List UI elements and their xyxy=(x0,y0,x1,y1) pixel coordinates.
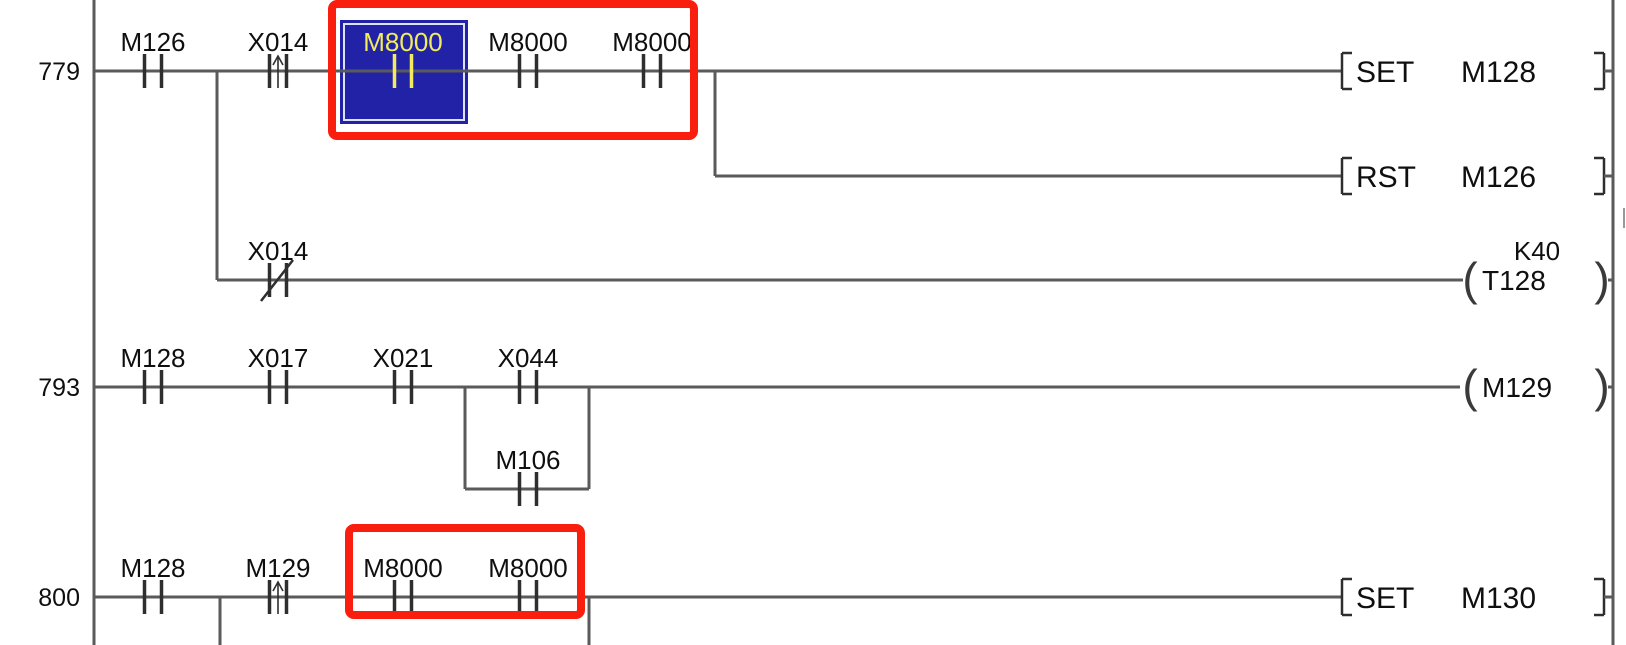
contact-M8000[interactable]: M8000 xyxy=(488,553,568,614)
contact-M128[interactable]: M128 xyxy=(120,553,186,614)
annotation-highlight-box xyxy=(328,0,698,140)
device-label: X021 xyxy=(373,343,434,373)
contact-M8000[interactable]: M8000 xyxy=(363,553,443,614)
contact-X017[interactable]: X017 xyxy=(248,343,309,404)
device-label: X017 xyxy=(248,343,309,373)
rung-number-800: 800 xyxy=(38,584,80,612)
contact-X021[interactable]: X021 xyxy=(373,343,434,404)
nc-slash-icon xyxy=(260,259,294,302)
instruction-mnemonic: SET xyxy=(1356,56,1414,89)
coil-label: M129 xyxy=(1482,372,1552,403)
contact-M126[interactable]: M126 xyxy=(120,27,186,88)
contact-X014-rising[interactable]: X014 xyxy=(248,27,309,88)
instruction-SET-M128[interactable]: SET M128 xyxy=(1340,51,1613,91)
contact-M128[interactable]: M128 xyxy=(120,343,186,404)
instruction-operand: M128 xyxy=(1461,56,1536,89)
device-label: X044 xyxy=(498,343,559,373)
device-label: X014 xyxy=(248,27,309,57)
instruction-RST-M126[interactable]: RST M126 xyxy=(1340,156,1613,196)
contact-X044[interactable]: X044 xyxy=(498,343,559,404)
device-label: M128 xyxy=(120,343,185,373)
contact-M8000[interactable]: M8000 xyxy=(488,27,568,88)
coil-close-paren: ) xyxy=(1594,253,1609,305)
device-label: M8000 xyxy=(488,27,568,57)
annotation-highlight-box xyxy=(345,524,585,619)
contact-M8000[interactable]: M8000 xyxy=(612,27,692,88)
instruction-operand: M130 xyxy=(1461,582,1536,615)
coil-label: T128 xyxy=(1482,265,1546,296)
contact-M8000[interactable]: M8000 xyxy=(363,27,443,88)
coil-M129[interactable]: () M129 xyxy=(1462,360,1613,412)
contact-M106[interactable]: M106 xyxy=(495,445,561,506)
rising-edge-arrow-icon xyxy=(272,580,284,592)
device-label: M126 xyxy=(120,27,185,57)
device-label: M8000 xyxy=(488,553,568,583)
device-label: M8000 xyxy=(363,553,443,583)
device-label: X014 xyxy=(248,236,309,266)
coil-constant: K40 xyxy=(1514,236,1560,266)
instruction-mnemonic: RST xyxy=(1356,161,1416,194)
coil-open-paren: ( xyxy=(1462,360,1478,412)
device-label: M8000 xyxy=(612,27,692,57)
contact-X014-nc[interactable]: X014 xyxy=(248,236,309,302)
contact-M129-rising[interactable]: M129 xyxy=(245,553,311,614)
instruction-SET-M130[interactable]: SET M130 xyxy=(1340,577,1613,617)
coil-open-paren: ( xyxy=(1462,253,1478,305)
coil-close-paren: ) xyxy=(1594,360,1609,412)
device-label: M129 xyxy=(245,553,310,583)
rung-number-779: 779 xyxy=(38,58,80,86)
device-label: M8000 xyxy=(363,27,443,57)
instruction-operand: M126 xyxy=(1461,161,1536,194)
instruction-mnemonic: SET xyxy=(1356,582,1414,615)
device-label: M128 xyxy=(120,553,185,583)
rung-number-793: 793 xyxy=(38,374,80,402)
rising-edge-arrow-icon xyxy=(272,54,284,66)
device-label: M106 xyxy=(495,445,560,475)
